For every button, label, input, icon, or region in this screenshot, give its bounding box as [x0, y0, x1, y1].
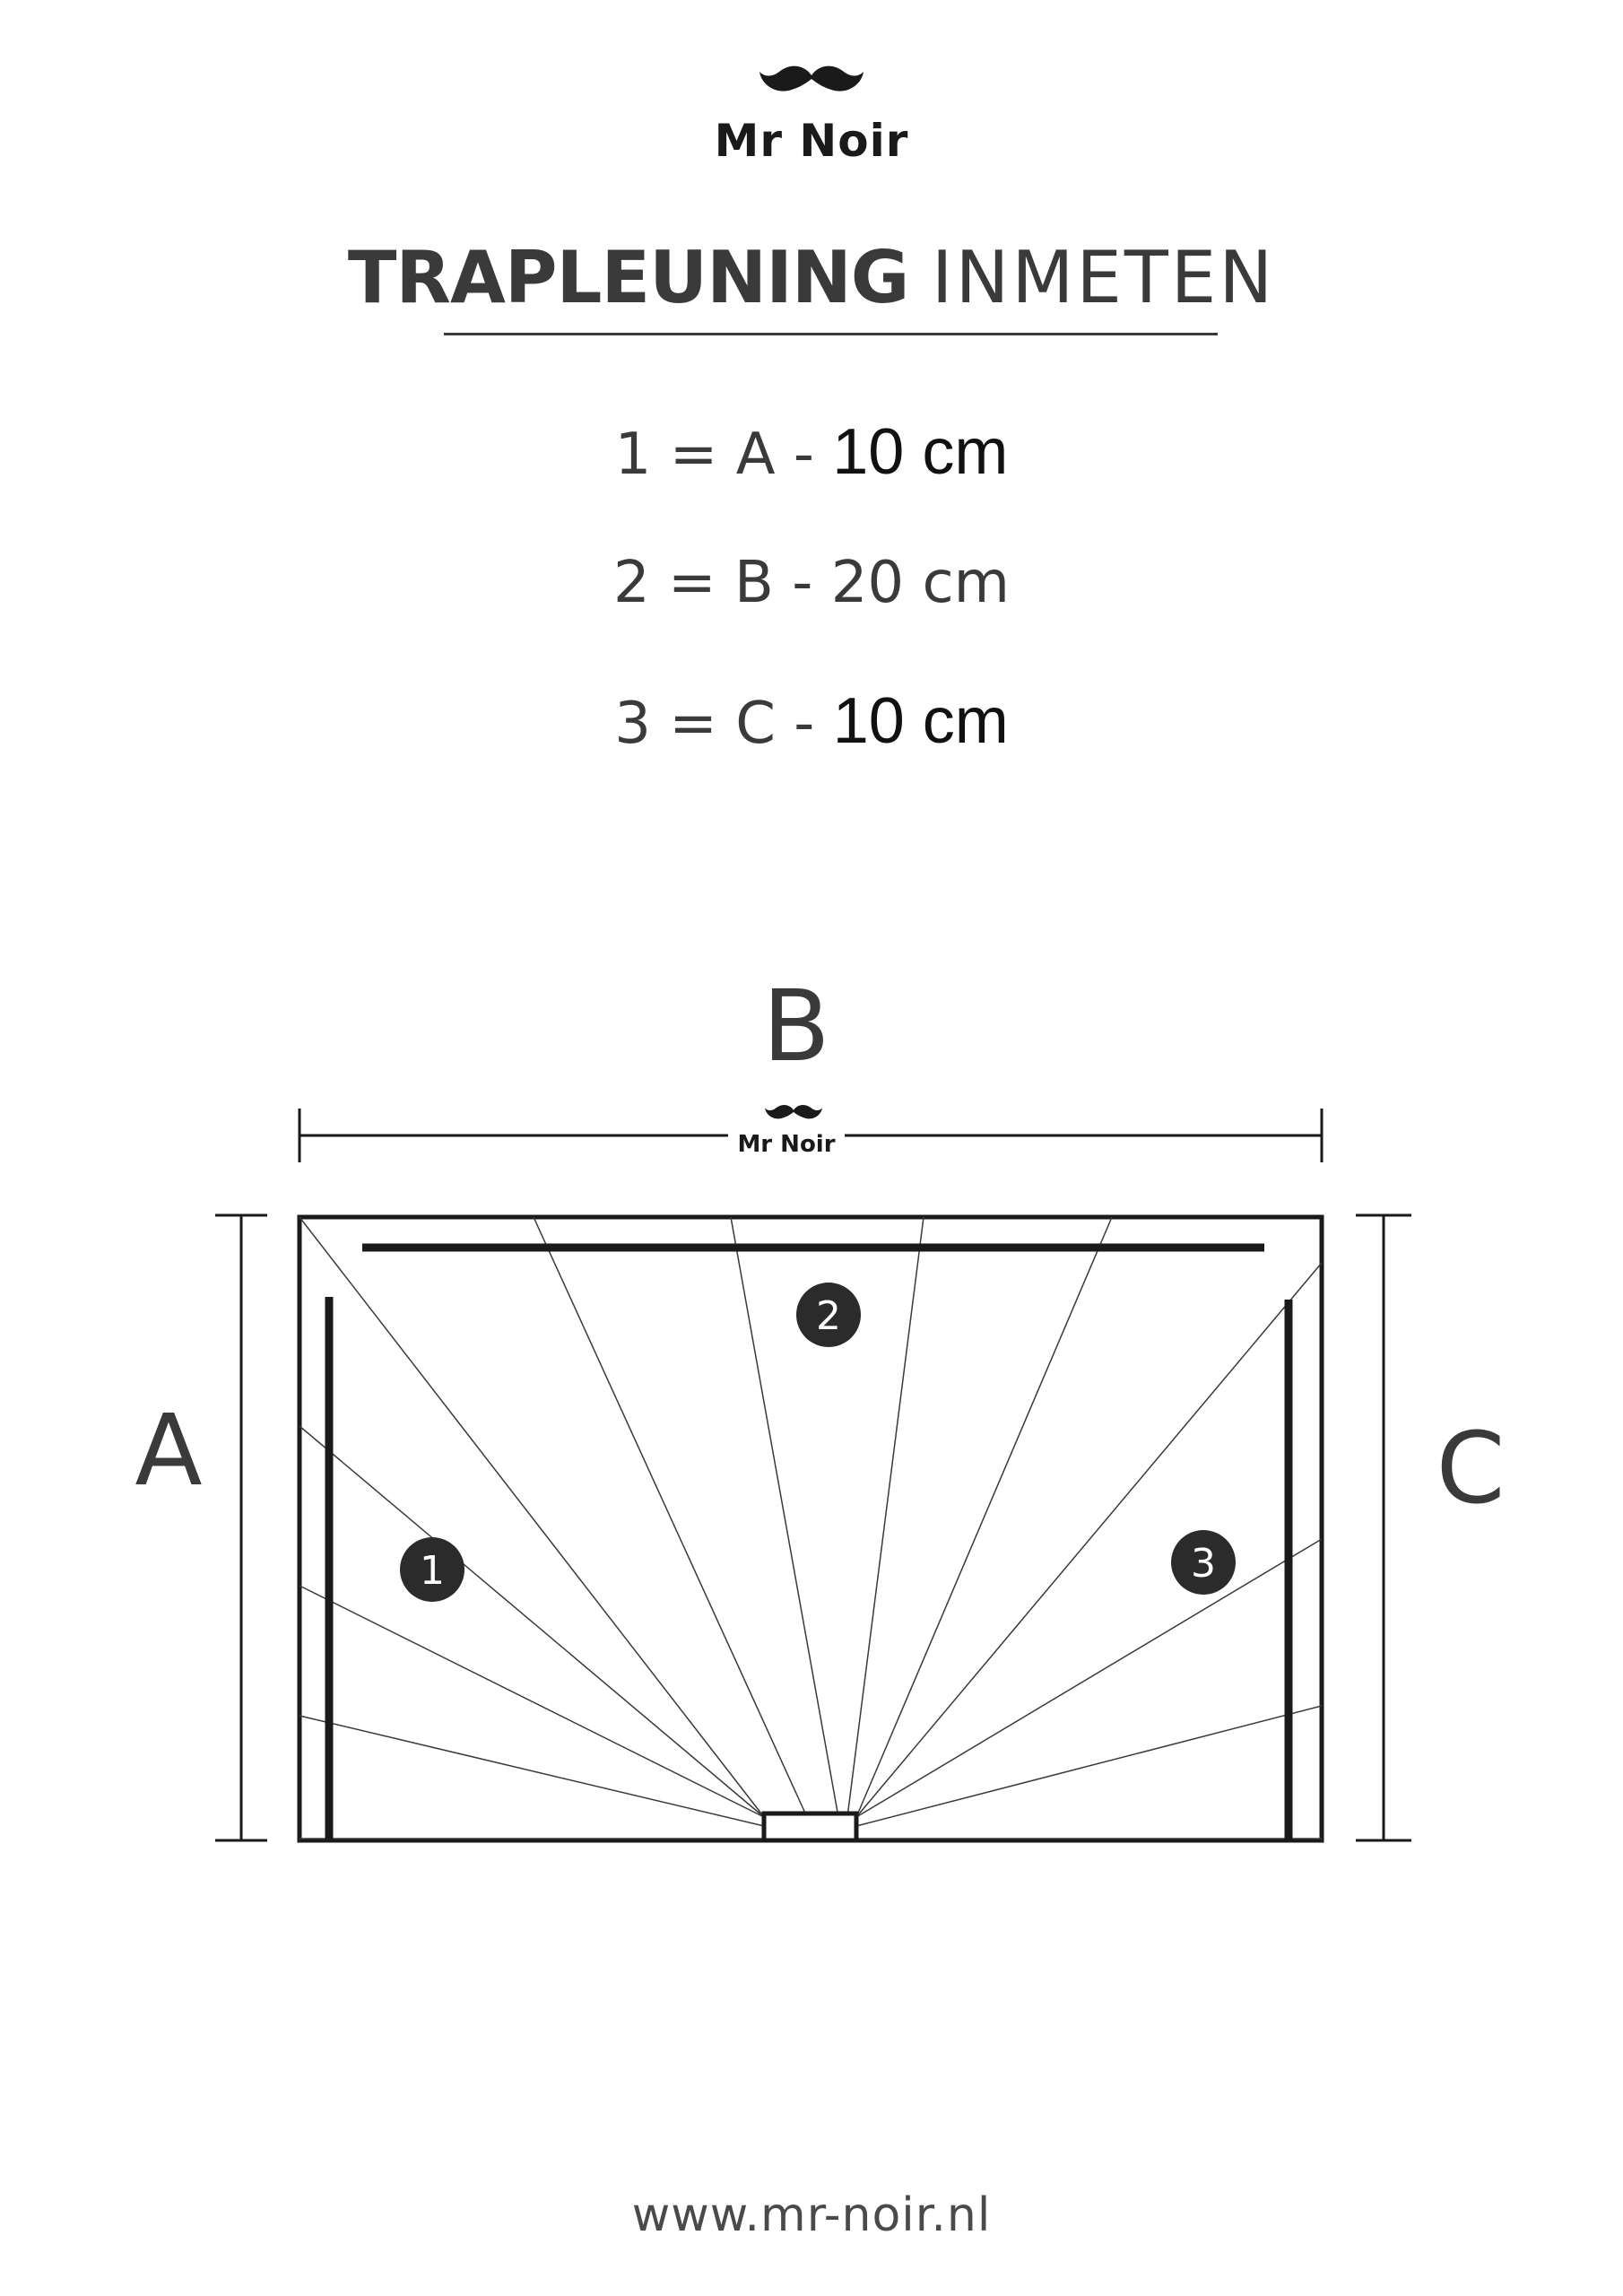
marker-1-label: 1: [420, 1548, 445, 1594]
dimension-line-a: [215, 1213, 267, 1842]
handrails: [325, 1243, 1293, 1840]
formula-2-value: 20 cm: [830, 550, 1011, 616]
marker-3-label: 3: [1191, 1541, 1216, 1587]
title-underline: [444, 333, 1218, 335]
mustache-icon-small: [765, 1104, 822, 1119]
mustache-icon: [759, 65, 864, 91]
formula-1-lhs: 1 = A -: [614, 422, 814, 488]
formula-1: 1 = A - 10 cm: [0, 420, 1623, 484]
brand-name: Mr Noir: [714, 115, 909, 167]
brand-logo: Mr Noir: [0, 63, 1623, 163]
marker-2: 2: [796, 1283, 861, 1347]
bottom-post: [761, 1811, 859, 1843]
formula-2-lhs: 2 = B -: [612, 550, 813, 616]
formula-3-lhs: 3 = C -: [614, 691, 815, 757]
title-bold: TRAPLEUNING: [347, 236, 910, 319]
formula-3-value: 10 cm: [832, 685, 1009, 757]
marker-2-label: 2: [816, 1293, 841, 1339]
title-light: INMETEN: [931, 236, 1276, 319]
footer-url[interactable]: www.mr-noir.nl: [631, 2188, 992, 2242]
dimension-brand: Mr Noir: [737, 1131, 835, 1158]
label-a: A: [135, 1393, 202, 1508]
label-c: C: [1436, 1411, 1506, 1526]
dimension-line-c: [1356, 1213, 1411, 1842]
formula-2: 2 = B - 20 cm: [0, 554, 1623, 612]
page-title: TRAPLEUNING INMETEN: [0, 242, 1623, 314]
step-lines: [299, 1216, 1323, 1839]
formula-1-value: 10 cm: [832, 416, 1009, 488]
marker-1: 1: [400, 1537, 464, 1602]
dimension-line-b: [298, 1109, 1324, 1162]
formula-3: 3 = C - 10 cm: [0, 689, 1623, 753]
label-b: B: [762, 969, 829, 1083]
marker-3: 3: [1171, 1530, 1236, 1595]
